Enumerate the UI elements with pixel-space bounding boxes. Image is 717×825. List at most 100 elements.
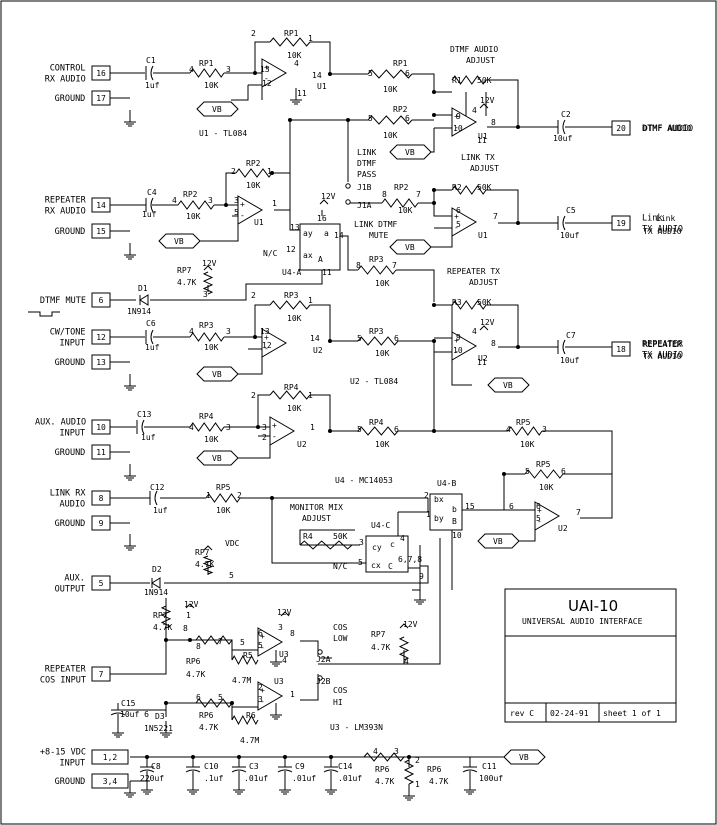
- component-label: 11: [477, 136, 487, 145]
- op-amp-plus: +: [537, 506, 542, 515]
- op-amp: +-: [451, 331, 477, 361]
- op-amp-minus: -: [264, 344, 269, 353]
- supply-arrow-icon: [203, 545, 213, 551]
- diode: [139, 294, 149, 306]
- component-label: 1N5221: [144, 724, 173, 733]
- component-label: 2: [424, 491, 429, 500]
- jumper-pin: [345, 199, 351, 205]
- connector-label: REPEATER: [45, 665, 87, 675]
- component-label: 3: [234, 196, 239, 205]
- junction-dot: [502, 472, 506, 476]
- connector-pin-box: [91, 515, 111, 531]
- component-label: .1uf: [204, 774, 223, 783]
- component-label: 2: [251, 391, 256, 400]
- ground-symbol: [160, 721, 172, 738]
- junction-dot: [270, 496, 274, 500]
- junction-dot: [283, 755, 287, 759]
- connector-pin-box: [91, 444, 111, 460]
- component-label: C9: [295, 762, 305, 771]
- op-amp-plus: +: [260, 686, 265, 695]
- component-label: ay: [303, 229, 313, 238]
- component-label: 10K: [186, 212, 201, 221]
- component-label: 4.7K: [186, 670, 205, 679]
- component-label: 1uf: [153, 506, 168, 515]
- connector-pin-box: [611, 120, 631, 136]
- capacitor: [145, 329, 154, 345]
- component-label: 3: [226, 65, 231, 74]
- supply-arrow-icon: [203, 265, 213, 271]
- component-label: 6: [561, 467, 566, 476]
- component-label: 12V: [403, 620, 418, 629]
- vb-flag: VB: [196, 450, 239, 466]
- component-label: HI: [333, 698, 343, 707]
- component-label: 4.7K: [153, 623, 172, 632]
- resistor: [195, 698, 233, 708]
- component-label: 9: [456, 333, 461, 342]
- component-label: 3: [208, 196, 213, 205]
- component-label: C: [388, 562, 393, 571]
- component-label: U1 - TL084: [199, 129, 247, 138]
- connector-pin-box: [91, 490, 111, 506]
- ground-symbol: [325, 778, 337, 795]
- component-label: U2: [297, 440, 307, 449]
- connector-pin-number: 20: [616, 124, 626, 133]
- component-label: 7: [392, 261, 397, 270]
- component-label: 4.7K: [177, 278, 196, 287]
- vb-flag-label: VB: [174, 237, 184, 246]
- component-label: 5: [368, 114, 373, 123]
- component-label: 1uf: [145, 81, 160, 90]
- vb-flag-label: VB: [212, 105, 222, 114]
- component-label: C15: [121, 699, 136, 708]
- component-label: 4.7K: [371, 643, 390, 652]
- junction-dot: [164, 701, 168, 705]
- capacitor: [136, 419, 145, 435]
- component-label: 7: [416, 190, 421, 199]
- junction-dot: [256, 425, 260, 429]
- component-label: 5: [357, 334, 362, 343]
- capacitor: [557, 119, 566, 135]
- vb-flag-label: VB: [503, 381, 513, 390]
- component-label: 4.7M: [240, 736, 259, 745]
- connector-pin-number: 13: [96, 358, 106, 367]
- component-label: RP5: [536, 460, 551, 469]
- component-label: RP2: [183, 190, 198, 199]
- ground-symbol: [270, 650, 282, 667]
- op-amp-minus: -: [264, 74, 269, 83]
- component-label: 1: [290, 690, 295, 699]
- component-label: COS: [333, 623, 348, 632]
- vb-flag-label: VB: [212, 370, 222, 379]
- component-label: U2: [313, 346, 323, 355]
- connector-label: REPEATER: [642, 340, 684, 350]
- resistor: [451, 185, 487, 195]
- component-label: 8: [491, 339, 496, 348]
- vb-flag: VB: [477, 533, 520, 549]
- component-label: 16: [317, 214, 327, 223]
- component-label: 10K: [375, 440, 390, 449]
- component-label: 10: [452, 531, 462, 540]
- component-label: 10K: [383, 85, 398, 94]
- component-label: 12V: [184, 600, 199, 609]
- junction-dot: [328, 429, 332, 433]
- component-label: 5: [218, 693, 223, 702]
- component-label: 2: [251, 291, 256, 300]
- component-label: 1: [308, 34, 313, 43]
- component-label: C11: [482, 762, 497, 771]
- component-label: 10K: [246, 181, 261, 190]
- component-label: D2: [152, 565, 162, 574]
- component-label: 4: [189, 423, 194, 432]
- component-label: RP4: [284, 383, 299, 392]
- connector-label: RX AUDIO: [45, 75, 86, 85]
- component-label: 2: [258, 683, 263, 692]
- component-label: 14: [312, 71, 322, 80]
- junction-dot: [432, 90, 436, 94]
- component-label: 6: [536, 502, 541, 511]
- component-label: C4: [147, 188, 157, 197]
- component-label: cx: [371, 561, 381, 570]
- vb-flag: VB: [196, 101, 239, 117]
- component-label: 10uf: [553, 134, 572, 143]
- component-label: 6: [509, 502, 514, 511]
- component-label: 10K: [287, 404, 302, 413]
